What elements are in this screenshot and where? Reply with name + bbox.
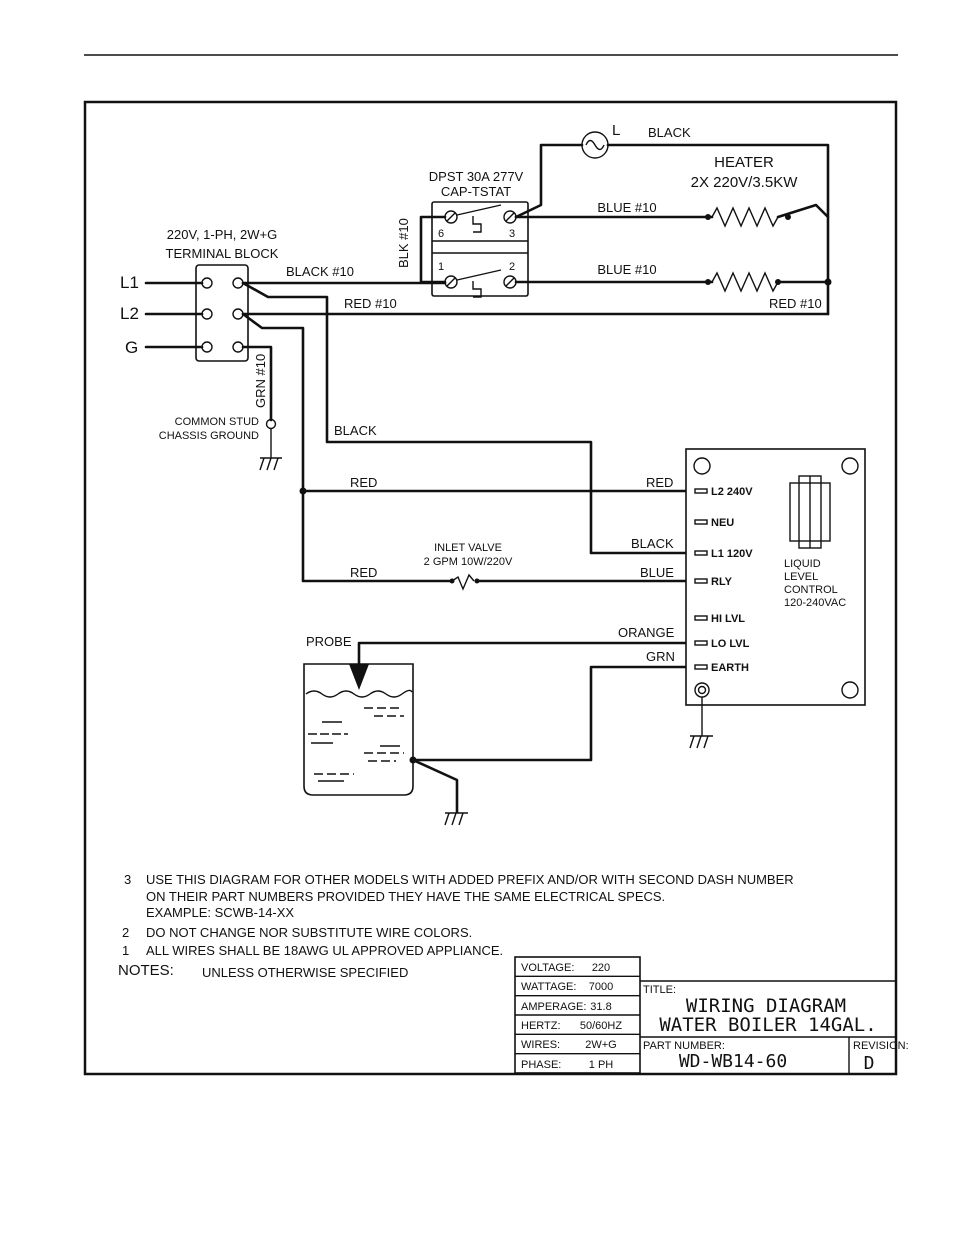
wire-label-black-l1: BLACK xyxy=(631,536,674,551)
spec-value-wattage: 7000 xyxy=(589,981,613,993)
spec-label-voltage: VOLTAGE: xyxy=(521,962,574,974)
wire-label-black10: BLACK #10 xyxy=(286,264,354,279)
controller-label-3: CONTROL xyxy=(784,584,838,596)
wire-label-red10-right: RED #10 xyxy=(769,296,822,311)
wire-label-red-l2-left: RED xyxy=(350,475,377,490)
spec-table: VOLTAGE: 220 WATTAGE: 7000 AMPERAGE: 31.… xyxy=(514,956,641,1074)
valve-label-1: INLET VALVE xyxy=(434,542,502,554)
spec-value-wires: 2W+G xyxy=(585,1039,616,1051)
switch-title-2: CAP-TSTAT xyxy=(441,184,511,199)
wire-label-black-mid: BLACK xyxy=(334,423,377,438)
wire-label-blue-lower: BLUE #10 xyxy=(597,262,656,277)
tank-ground-symbol xyxy=(444,812,468,826)
controller-terminal-neu: NEU xyxy=(711,517,734,529)
note-3-number: 3 xyxy=(124,872,131,887)
spec-value-amperage: 31.8 xyxy=(590,1001,611,1013)
revision: D xyxy=(864,1053,875,1074)
terminal-block-title-1: 220V, 1-PH, 2W+G xyxy=(167,227,277,242)
note-2-line-1: DO NOT CHANGE NOR SUBSTITUTE WIRE COLORS… xyxy=(146,925,472,940)
wire-label-grn10: GRN #10 xyxy=(253,354,268,408)
switch-terminal-1: 1 xyxy=(438,261,444,273)
probe-label: PROBE xyxy=(306,634,352,649)
spec-value-phase: 1 PH xyxy=(589,1059,614,1071)
ground-symbol xyxy=(259,457,282,471)
part-number: WD-WB14-60 xyxy=(679,1051,787,1072)
controller-ground-symbol xyxy=(689,735,713,749)
title-label: TITLE: xyxy=(643,984,676,996)
switch-terminal-6: 6 xyxy=(438,228,444,240)
heater-element-upper xyxy=(514,203,830,228)
notes-unless: UNLESS OTHERWISE SPECIFIED xyxy=(202,965,408,980)
valve-label-2: 2 GPM 10W/220V xyxy=(424,556,513,568)
wire-label-orange: ORANGE xyxy=(618,625,675,640)
terminal-block: 220V, 1-PH, 2W+G TERMINAL BLOCK L1 L2 G xyxy=(120,227,279,362)
drawing-frame xyxy=(83,100,898,1076)
part-number-label: PART NUMBER: xyxy=(643,1040,725,1052)
wire-label-blk10: BLK #10 xyxy=(396,218,411,268)
controller-board xyxy=(685,448,866,706)
wire-label-black-top: BLACK xyxy=(648,125,691,140)
liquid-level-control: L2 240V NEU L1 120V RLY HI LVL LO LVL EA… xyxy=(685,448,866,706)
spec-value-hertz: 50/60HZ xyxy=(580,1020,622,1032)
heater-title-1: HEATER xyxy=(714,154,774,171)
wire-label-grn: GRN xyxy=(646,649,675,664)
indicator-lamp: L xyxy=(581,122,620,159)
switch-terminal-3: 3 xyxy=(509,228,515,240)
transformer-icon xyxy=(789,475,831,549)
wire-label-red10-left: RED #10 xyxy=(344,296,397,311)
terminal-block-title-2: TERMINAL BLOCK xyxy=(166,246,279,261)
wire-label-red-l2-right: RED xyxy=(646,475,673,490)
note-3-line-1: USE THIS DIAGRAM FOR OTHER MODELS WITH A… xyxy=(146,872,794,887)
controller-terminal-earth: EARTH xyxy=(711,662,749,674)
title-line-2: WATER BOILER 14GAL. xyxy=(659,1014,876,1036)
wire-label-red-valve: RED xyxy=(350,565,377,580)
note-1-line-1: ALL WIRES SHALL BE 18AWG UL APPROVED APP… xyxy=(146,943,503,958)
spec-label-hertz: HERTZ: xyxy=(521,1020,561,1032)
title-line-1: WIRING DIAGRAM xyxy=(686,995,846,1017)
spec-label-wires: WIRES: xyxy=(521,1039,560,1051)
note-2-number: 2 xyxy=(122,925,129,940)
switch-terminal-2: 2 xyxy=(509,261,515,273)
ground-stud xyxy=(265,418,277,430)
heater-element-lower xyxy=(514,271,832,293)
note-1-number: 1 xyxy=(122,943,129,958)
ground-label-1: COMMON STUD xyxy=(175,416,259,428)
spec-label-phase: PHASE: xyxy=(521,1059,561,1071)
switch-body xyxy=(431,201,529,297)
water-tank xyxy=(303,663,414,796)
switch-title-1: DPST 30A 277V xyxy=(429,169,524,184)
spec-label-wattage: WATTAGE: xyxy=(521,981,576,993)
line-label-l2: L2 xyxy=(120,304,139,323)
controller-label-4: 120-240VAC xyxy=(784,597,846,609)
note-3-line-3: EXAMPLE: SCWB-14-XX xyxy=(146,905,294,920)
inlet-valve: INLET VALVE 2 GPM 10W/220V xyxy=(424,542,513,591)
spec-label-amperage: AMPERAGE: xyxy=(521,1001,586,1013)
line-label-g: G xyxy=(125,338,138,357)
note-3-line-2: ON THEIR PART NUMBERS PROVIDED THEY HAVE… xyxy=(146,889,665,904)
revision-label: REVISION: xyxy=(853,1040,909,1052)
controller-terminal-l1: L1 120V xyxy=(711,548,753,560)
spec-value-voltage: 220 xyxy=(592,962,610,974)
notes-header: NOTES: xyxy=(118,962,174,979)
dpst-switch: DPST 30A 277V CAP-TSTAT 6 3 1 2 xyxy=(429,169,529,298)
title-block: TITLE: WIRING DIAGRAM WATER BOILER 14GAL… xyxy=(640,980,909,1074)
line-label-l1: L1 xyxy=(120,273,139,292)
controller-terminal-l2: L2 240V xyxy=(711,486,753,498)
controller-label-1: LIQUID xyxy=(784,558,821,570)
controller-terminal-hi-lvl: HI LVL xyxy=(711,613,745,625)
controller-terminal-rly: RLY xyxy=(711,576,733,588)
wire-label-blue-upper: BLUE #10 xyxy=(597,200,656,215)
heater-title-2: 2X 220V/3.5KW xyxy=(691,174,799,191)
controller-label-2: LEVEL xyxy=(784,571,818,583)
wire-label-blue-rly: BLUE xyxy=(640,565,674,580)
notes: 3 USE THIS DIAGRAM FOR OTHER MODELS WITH… xyxy=(118,872,794,980)
lamp-label: L xyxy=(612,122,620,139)
ground-label-2: CHASSIS GROUND xyxy=(159,430,259,442)
controller-terminal-lo-lvl: LO LVL xyxy=(711,638,750,650)
